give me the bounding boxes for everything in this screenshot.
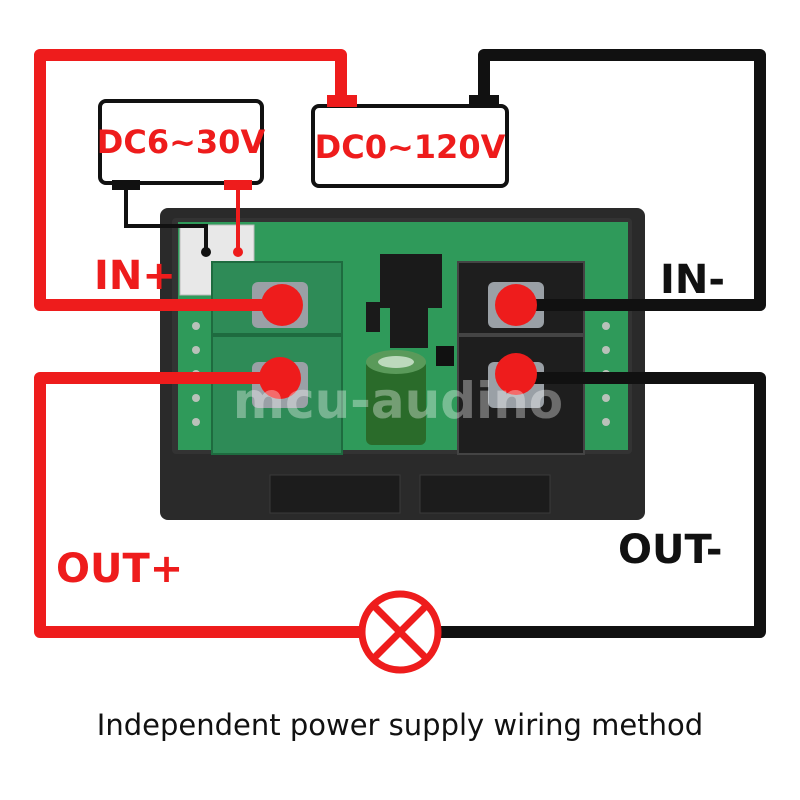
watermark: mcu-audino	[233, 372, 563, 430]
in-minus-terminal	[495, 284, 537, 326]
caption: Independent power supply wiring method	[96, 708, 704, 742]
capacitor	[366, 350, 426, 445]
lamp-icon	[358, 590, 442, 674]
out-plus-terminal	[259, 357, 301, 399]
out-minus-label: OUT-	[618, 527, 723, 573]
in-plus-terminal	[261, 284, 303, 326]
in-minus-label: IN-	[660, 257, 725, 303]
in-plus-label: IN+	[94, 253, 176, 299]
aux-supply-box: DC6~30V	[97, 99, 266, 190]
negative-wires	[440, 49, 766, 638]
wire-aux-negative	[124, 186, 208, 252]
wire-main-positive	[34, 49, 347, 311]
aux-supply-label: DC6~30V	[97, 123, 266, 161]
positive-wires	[34, 49, 362, 638]
wire-out-positive	[34, 372, 362, 638]
out-plus-label: OUT+	[56, 546, 183, 592]
out-minus-terminal	[495, 353, 537, 395]
wire-out-negative	[440, 372, 766, 638]
main-supply-box: DC0~120V	[311, 95, 509, 188]
meter-module	[160, 208, 645, 520]
wire-main-negative	[478, 49, 766, 311]
regulator-chip	[380, 254, 442, 308]
main-supply-label: DC0~120V	[315, 128, 506, 166]
